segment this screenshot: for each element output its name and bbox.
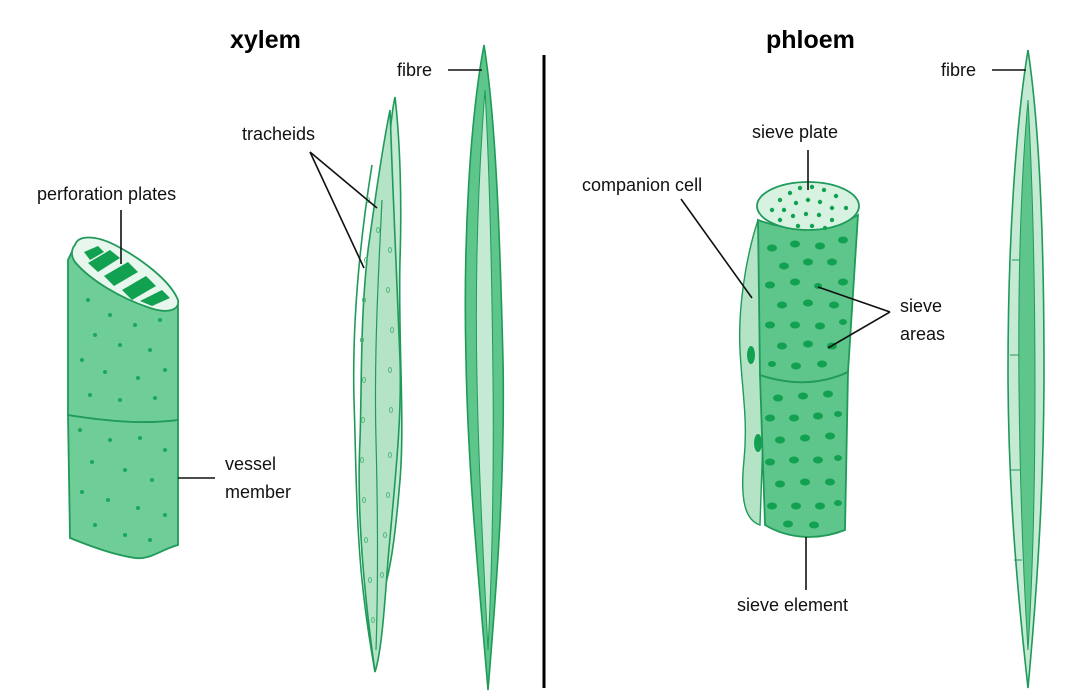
companion-cell-label: companion cell: [582, 175, 702, 195]
vessel-member-label-line1: vessel: [225, 454, 276, 474]
tracheids-label: tracheids: [242, 124, 315, 144]
tracheids: [354, 97, 402, 672]
sieve-element-label: sieve element: [737, 595, 848, 615]
vessel-member-label-line2: member: [225, 482, 291, 502]
sieve-plate-label: sieve plate: [752, 122, 838, 142]
companion-cell-leader: [681, 199, 752, 298]
sieve-areas-label-line1: sieve: [900, 296, 942, 316]
xylem-title: xylem: [230, 26, 301, 54]
tracheids-leader-b: [310, 152, 364, 268]
tracheids-leader-a: [310, 152, 377, 208]
phloem-fibre: [1008, 50, 1044, 688]
xylem-fibre-label: fibre: [397, 60, 432, 80]
sieve-element: [757, 182, 859, 537]
companion-nucleus-2: [754, 434, 762, 452]
phloem-title: phloem: [766, 26, 855, 54]
sieve-areas-label-line2: areas: [900, 324, 945, 344]
companion-nucleus-1: [747, 346, 755, 364]
phloem-fibre-label: fibre: [941, 60, 976, 80]
vessel-lower-segment: [68, 415, 178, 558]
xylem-fibre: [465, 45, 503, 690]
vessel-member: [68, 238, 178, 559]
perforation-plates-label: perforation plates: [37, 184, 176, 204]
